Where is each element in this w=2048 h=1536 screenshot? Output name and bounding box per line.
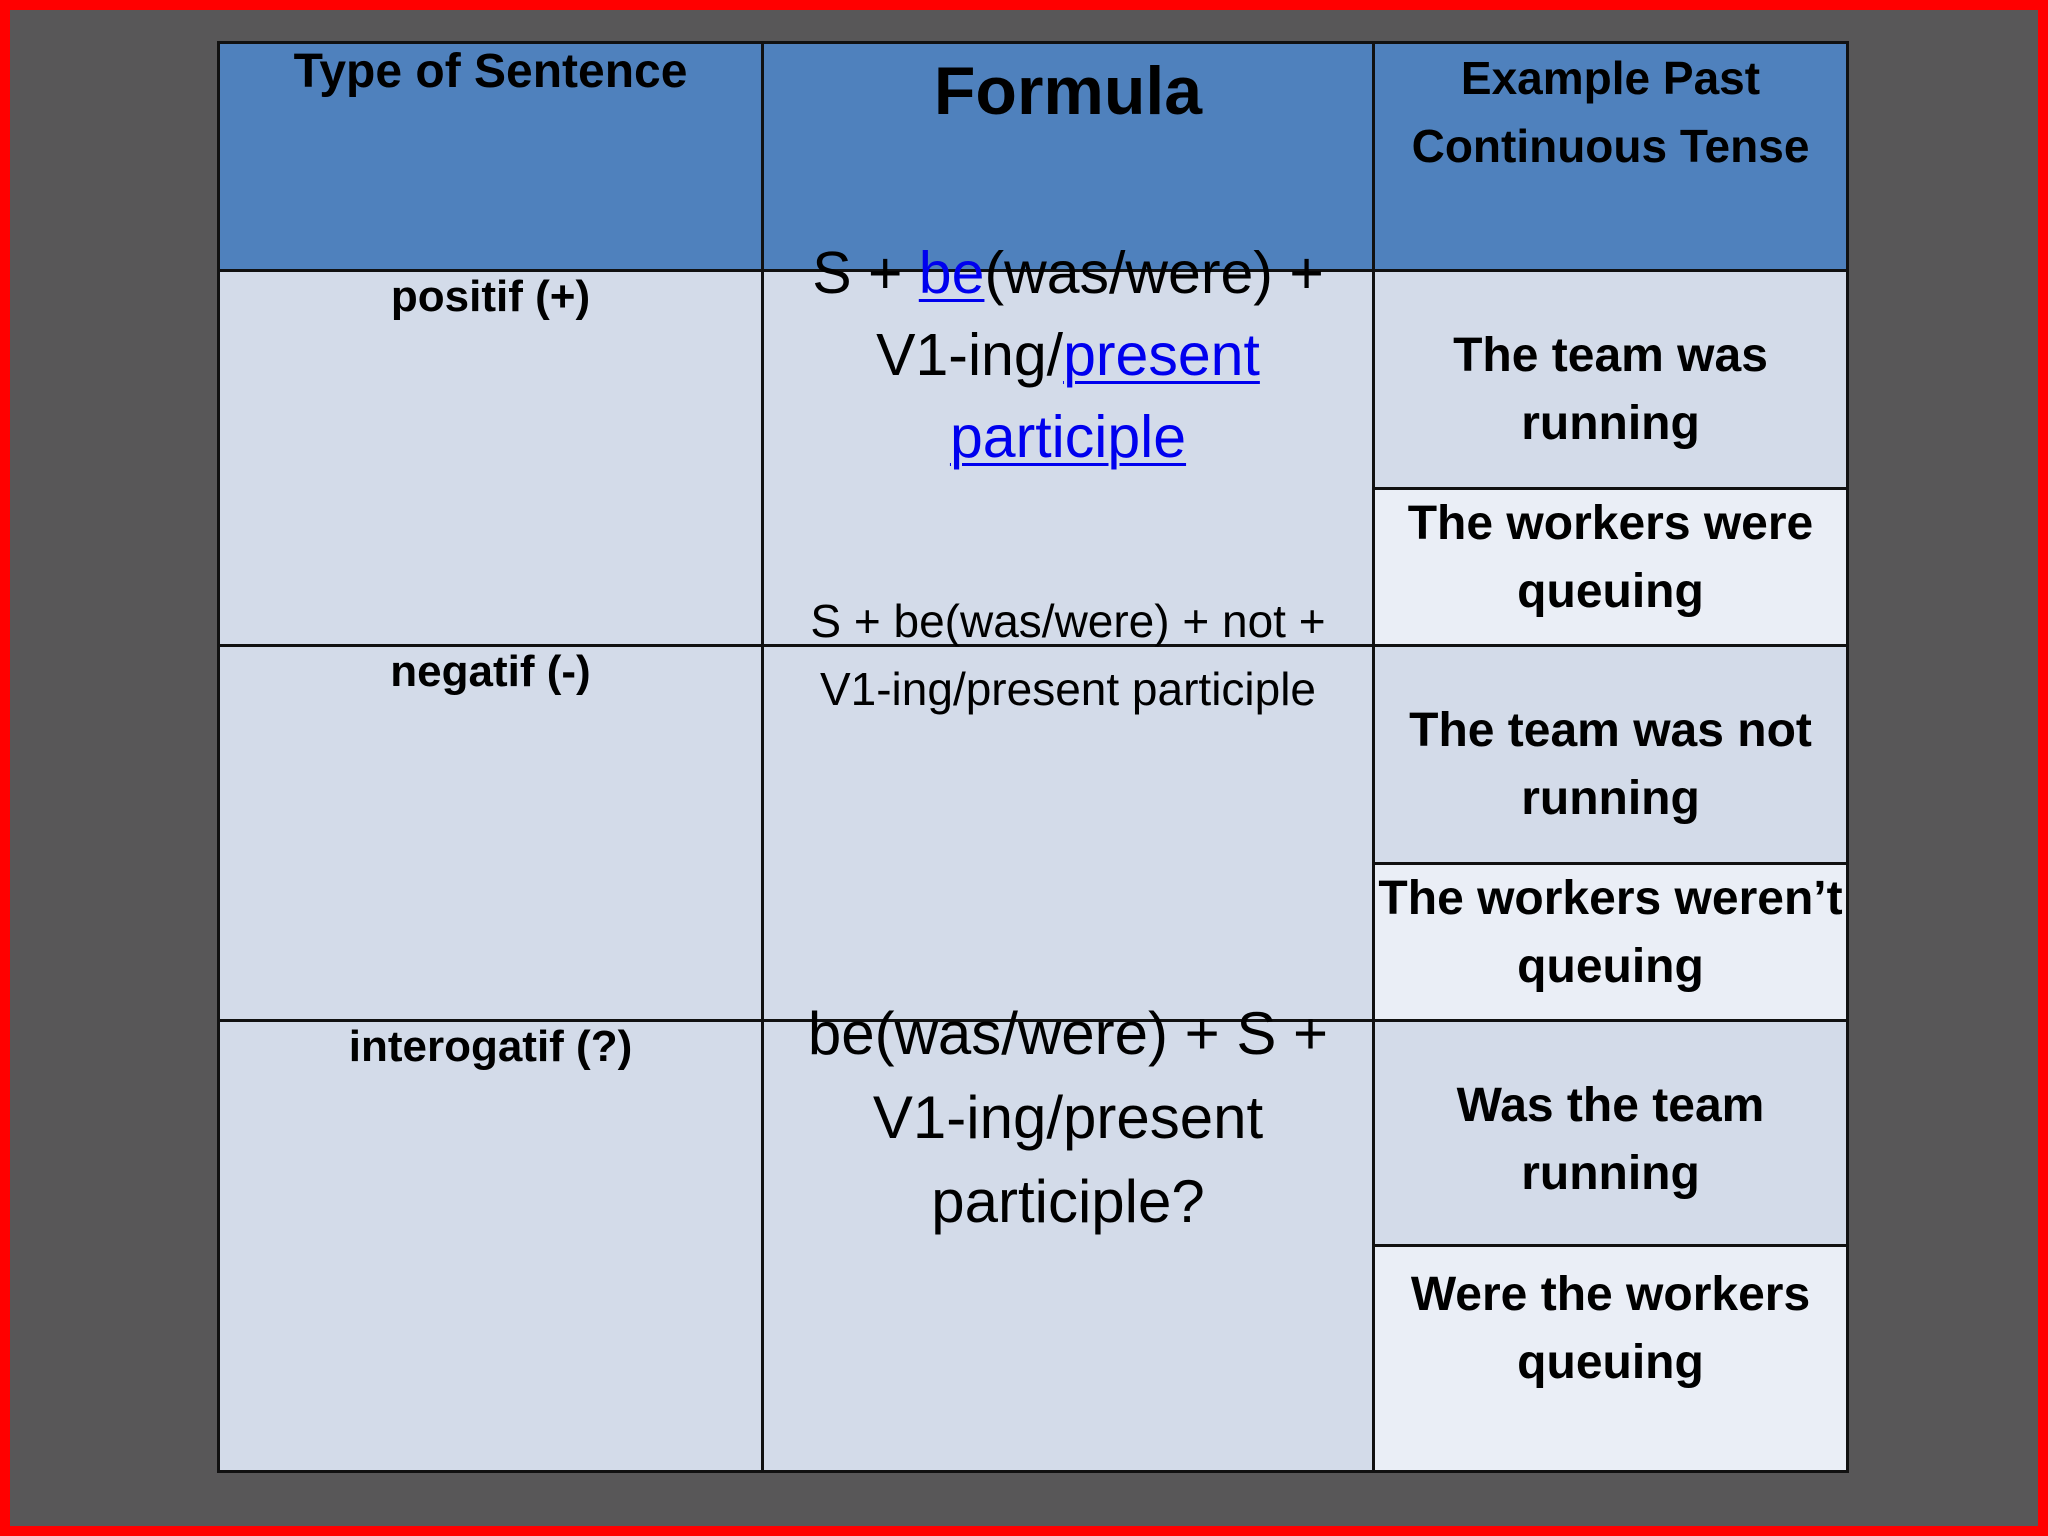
example-interrogative-1: Was the team running	[1372, 1019, 1849, 1247]
example-positive-2: The workers were queuing	[1372, 487, 1849, 647]
tense-table: Type of Sentence Formula Example Past Co…	[217, 41, 1849, 1473]
header-example-line2: Continuous Tense	[1411, 120, 1810, 172]
type-positive: positif (+)	[217, 269, 764, 647]
example-negative-1: The team was not running	[1372, 644, 1849, 865]
formula-interrogative: be(was/were) + S + V1-ing/present partic…	[761, 1000, 1375, 1473]
example-positive-1: The team was running	[1372, 269, 1849, 490]
formula-negative-text: S + be(was/were) + not + V1-ing/present …	[810, 595, 1326, 715]
table-row-positive-2: The workers were queuing	[219, 487, 1849, 647]
header-formula: Formula	[761, 41, 1375, 272]
type-negative: negatif (-)	[217, 644, 764, 1022]
header-row: Type of Sentence Formula Example Past Co…	[217, 41, 1849, 272]
present-participle-link[interactable]: present	[1063, 322, 1260, 388]
table-row-interrogative-2: Were the workers queuing	[219, 1244, 1849, 1473]
header-example-line1: Example Past	[1460, 52, 1761, 104]
table-row-negative-2: The workers weren’t queuing	[219, 862, 1849, 1022]
be-link[interactable]: be	[918, 240, 985, 306]
header-type-of-sentence: Type of Sentence	[217, 41, 764, 272]
formula-positive: S + be(was/were) + V1-ing/present partic…	[761, 240, 1375, 647]
table-row-positive: positif (+) S + be(was/were) + V1-ing/pr…	[217, 240, 1849, 647]
table-row-negative: negatif (-) S + be(was/were) + not + V1-…	[217, 595, 1849, 1022]
formula-negative: S + be(was/were) + not + V1-ing/present …	[761, 595, 1375, 1022]
formula-interrogative-text: be(was/were) + S + V1-ing/present partic…	[807, 1000, 1329, 1235]
formula-positive-v1ing: V1-ing/	[876, 322, 1064, 388]
participle-link[interactable]: participle	[949, 404, 1187, 470]
example-negative-2: The workers weren’t queuing	[1372, 862, 1849, 1022]
header-example: Example Past Continuous Tense	[1372, 41, 1849, 272]
formula-positive-was-were: (was/were) +	[984, 240, 1324, 306]
type-interrogative: interogatif (?)	[217, 1019, 764, 1473]
table-row-interrogative: interogatif (?) be(was/were) + S + V1-in…	[217, 1000, 1849, 1473]
example-interrogative-2: Were the workers queuing	[1372, 1244, 1849, 1473]
formula-positive-s: S +	[812, 240, 919, 306]
